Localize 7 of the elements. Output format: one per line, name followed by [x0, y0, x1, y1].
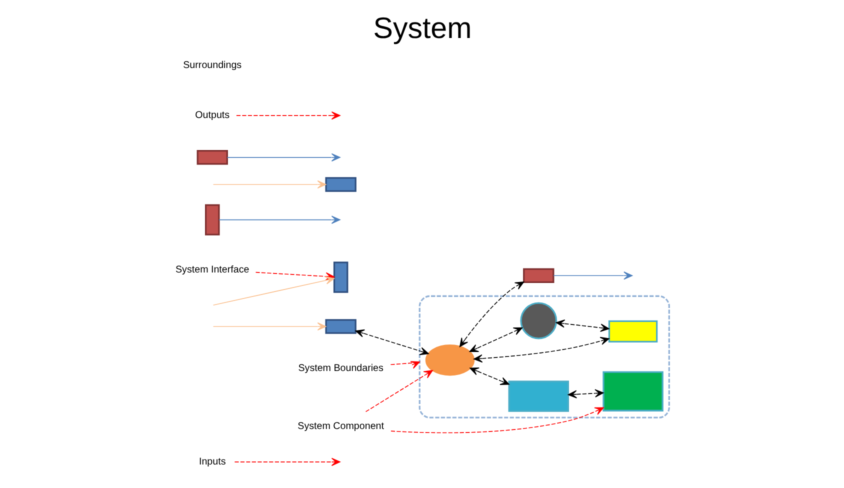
node-text: System Interface [175, 264, 249, 276]
node-text: Inputs [198, 456, 226, 468]
node-text: System Component [297, 421, 384, 432]
node-text: System Boundaries [298, 362, 383, 374]
node-text: Outputs [194, 110, 230, 122]
label: Surroundings [182, 60, 242, 72]
diagram-title: System [372, 12, 472, 46]
